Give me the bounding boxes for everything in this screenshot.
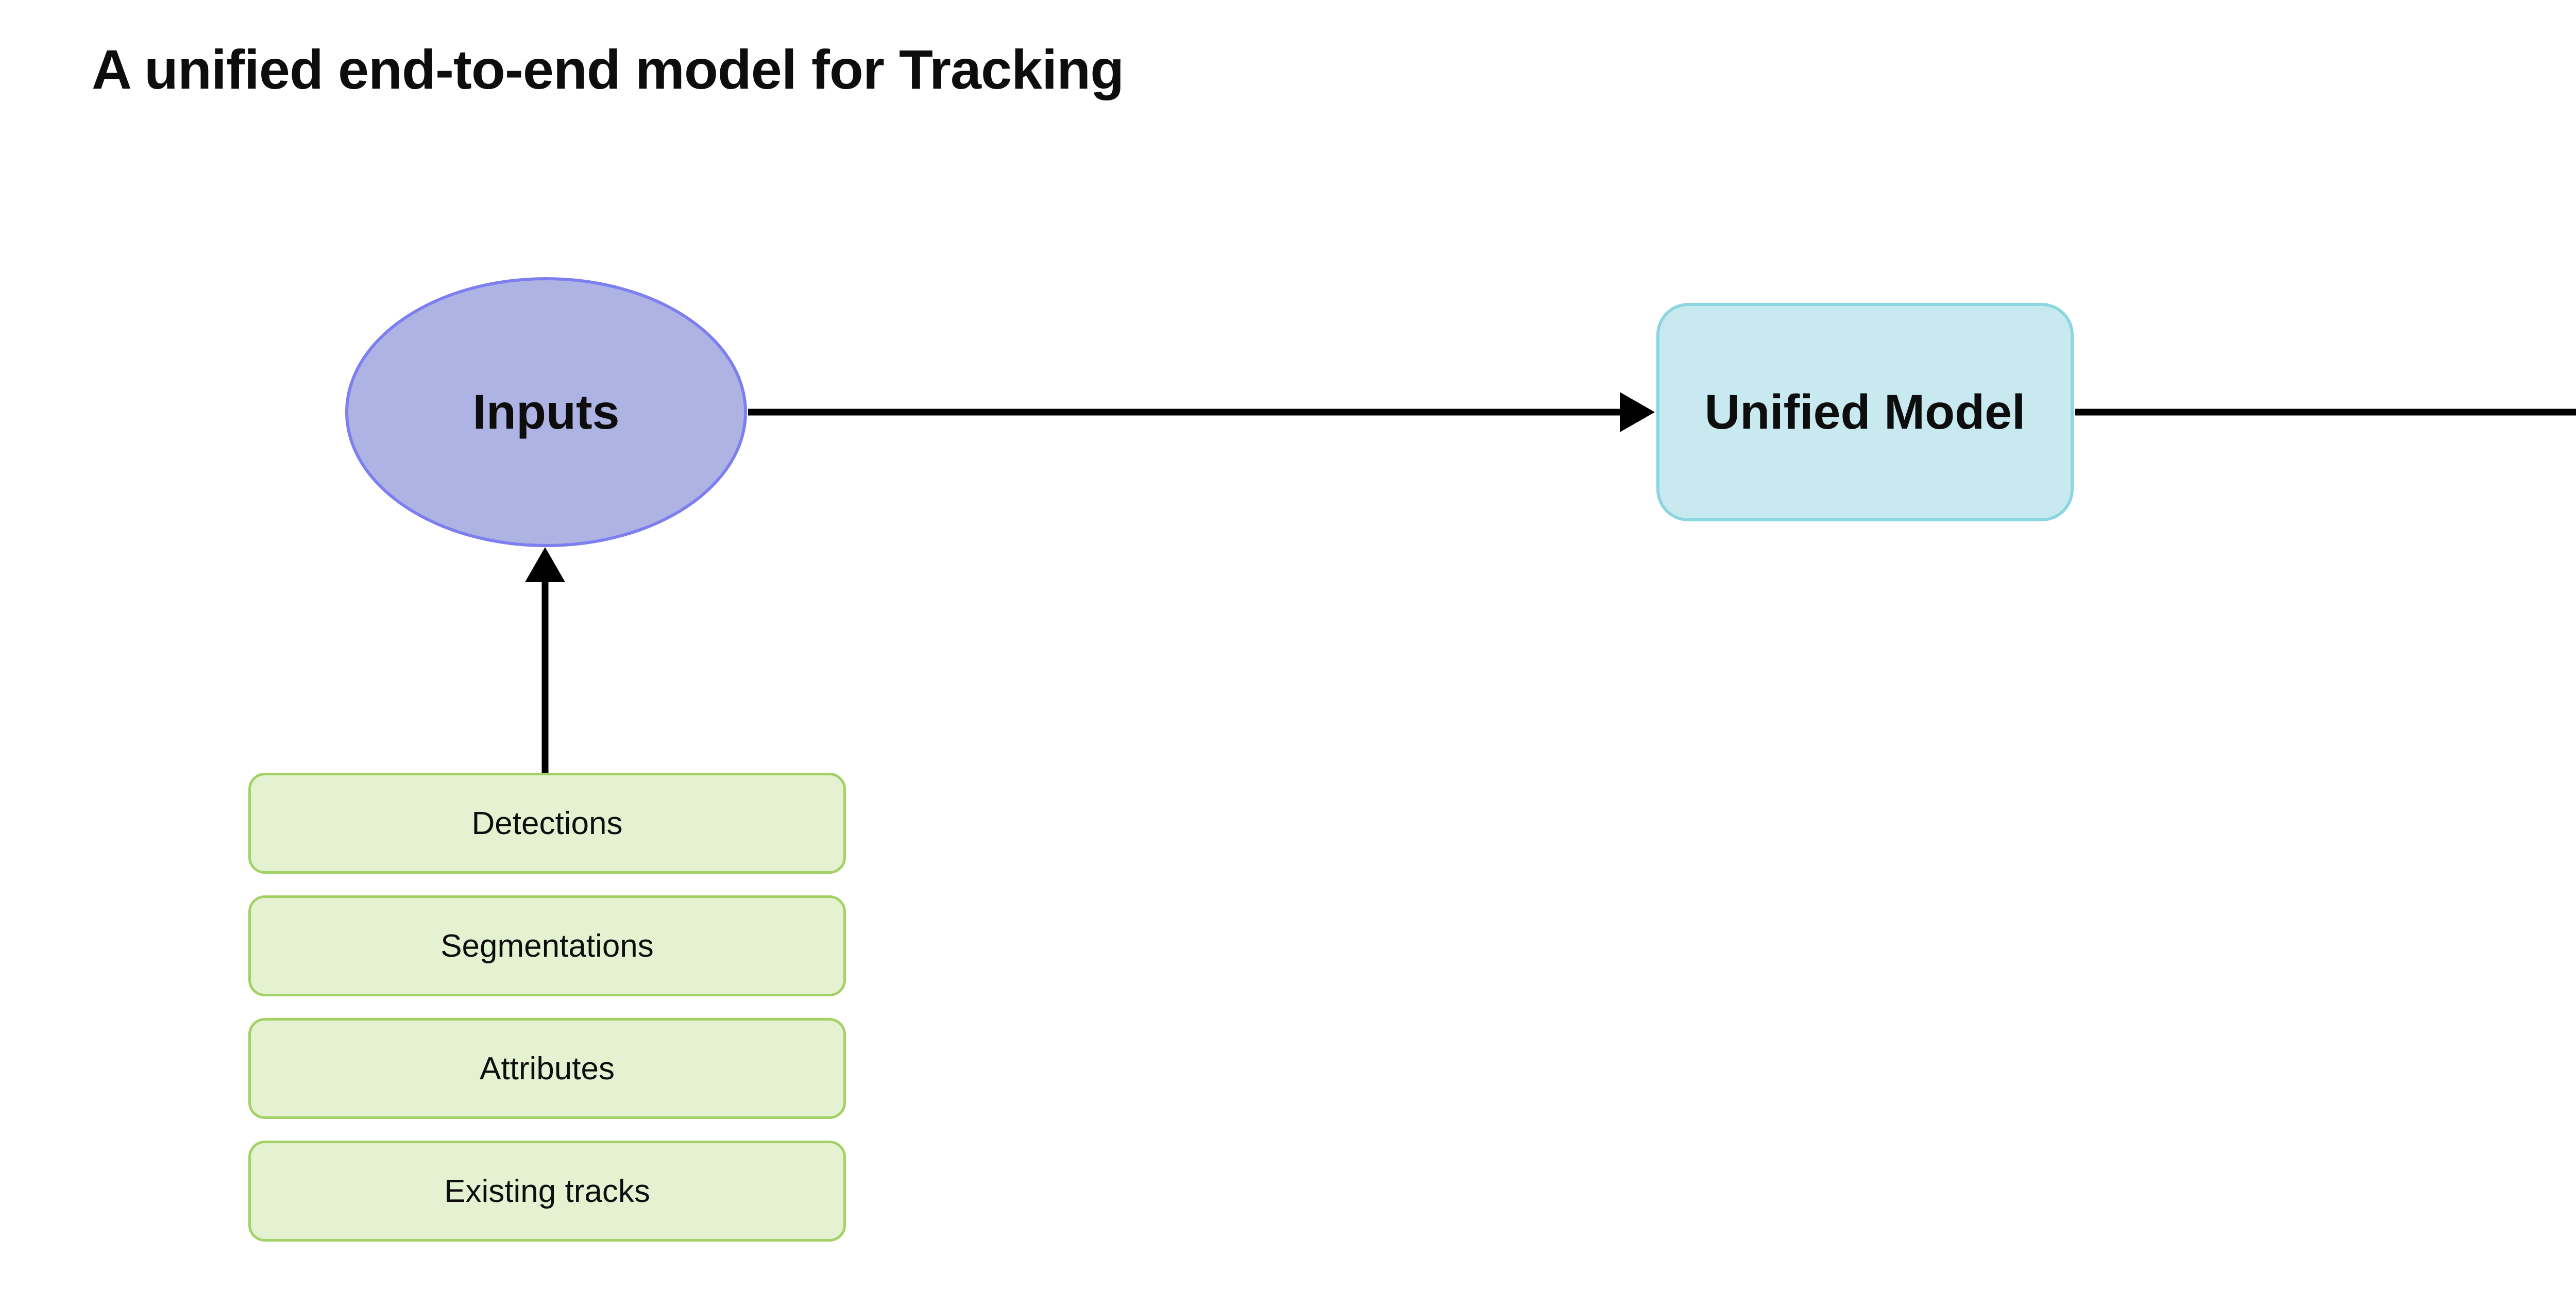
input-item-detections: Detections: [248, 773, 846, 874]
unified-model-node-label: Unified Model: [1704, 384, 2026, 439]
input-item-label: Existing tracks: [444, 1173, 650, 1209]
arrow-items-to-inputs: [525, 547, 565, 773]
input-item-label: Segmentations: [440, 928, 654, 964]
unified-model-node: Unified Model: [1656, 303, 2074, 521]
input-item-attributes: Attributes: [248, 1018, 846, 1119]
arrowhead-up-icon: [525, 547, 565, 582]
input-item-segmentations: Segmentations: [248, 895, 846, 996]
arrow-inputs-to-model: [748, 392, 1655, 432]
input-item-label: Detections: [471, 805, 623, 841]
arrowhead-right-icon: [1620, 392, 1655, 432]
inputs-node: Inputs: [345, 277, 747, 547]
inputs-item-list: Detections Segmentations Attributes Exis…: [248, 773, 846, 1242]
input-item-existing-tracks: Existing tracks: [248, 1141, 846, 1242]
input-item-label: Attributes: [480, 1050, 615, 1087]
arrow-model-to-outputs: [2075, 409, 2576, 416]
inputs-node-label: Inputs: [472, 384, 620, 439]
diagram-title: A unified end-to-end model for Tracking: [92, 38, 1124, 100]
